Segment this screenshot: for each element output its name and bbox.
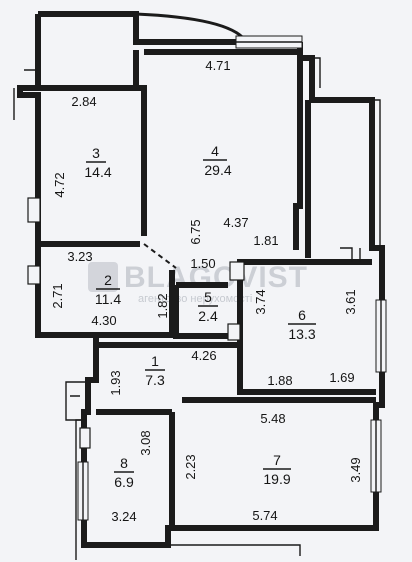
- dimension-5-side: 1.82: [155, 293, 170, 318]
- dimension-6-bottom-right: 1.69: [329, 370, 354, 385]
- room-number-4: 4: [211, 143, 219, 159]
- room-number-7: 7: [273, 452, 281, 468]
- dimension-7-top: 5.48: [260, 411, 285, 426]
- dimension-1-side: 1.93: [108, 370, 123, 395]
- room-number-1: 1: [151, 353, 159, 369]
- openings: [143, 104, 177, 269]
- dimension-2-top: 3.23: [67, 249, 92, 264]
- watermark-logo-mark: [88, 262, 118, 292]
- dimension-7-right: 3.49: [348, 457, 363, 482]
- dimension-4-side: 6.75: [188, 219, 203, 244]
- room-area-4: 29.4: [204, 162, 231, 178]
- dimension-7-bottom: 5.74: [252, 508, 277, 523]
- watermark-logo: BLAGOVIST агентство нерухомості: [88, 261, 308, 305]
- room-number-5: 5: [204, 289, 212, 305]
- fixture-entry: [65, 381, 87, 421]
- dimension-1-top: 4.26: [191, 348, 216, 363]
- watermark-subtitle: агентство нерухомості: [138, 293, 252, 305]
- windows: [77, 35, 387, 521]
- room-area-5: 2.4: [198, 308, 218, 324]
- dimension-6-bottom-left: 1.88: [267, 373, 292, 388]
- dimension-7-left: 2.23: [183, 454, 198, 479]
- dimension-2-side: 2.71: [50, 283, 65, 308]
- fixture-radiator-3: [27, 197, 41, 223]
- fixture-box-8: [79, 427, 91, 449]
- room-number-2: 2: [104, 272, 112, 288]
- dimension-3-side: 4.72: [52, 172, 67, 197]
- room-area-8: 6.9: [114, 474, 134, 490]
- interior-walls: [38, 49, 376, 528]
- fixture-box-5: [229, 261, 245, 281]
- room-area-6: 13.3: [288, 326, 315, 342]
- dimension-8-bottom: 3.24: [111, 509, 136, 524]
- fixture-radiator-2: [27, 265, 41, 285]
- room-area-1: 7.3: [145, 372, 165, 388]
- dimension-6-left: 3.74: [253, 289, 268, 314]
- room-number-6: 6: [298, 307, 306, 323]
- watermark-brand: BLAGOVIST: [124, 261, 308, 294]
- dimension-5-top: 1.50: [190, 256, 215, 271]
- room-area-2: 11.4: [95, 291, 121, 307]
- fixture-box-6: [227, 323, 241, 341]
- room-area-7: 19.9: [263, 471, 290, 487]
- room-number-3: 3: [92, 145, 100, 161]
- room-number-8: 8: [120, 455, 128, 471]
- dimension-8-side: 3.08: [138, 430, 153, 455]
- dimension-4-right: 1.81: [253, 233, 278, 248]
- room-area-3: 14.4: [84, 164, 111, 180]
- dimension-labels: 4.71 2.84 4.72 6.75 4.37 1.81 3.23 1.50 …: [50, 58, 363, 524]
- fixtures: [27, 197, 361, 449]
- dimension-4-top: 4.71: [205, 58, 230, 73]
- dimension-6-right: 3.61: [343, 289, 358, 314]
- dimension-4-bottom: 4.37: [223, 215, 248, 230]
- dimension-2-bottom: 4.30: [91, 313, 116, 328]
- dimension-3-top: 2.84: [71, 94, 96, 109]
- room-labels: 3 14.4 4 29.4 2 11.4 5 2.4 6 13.3 1 7.3 …: [84, 143, 316, 490]
